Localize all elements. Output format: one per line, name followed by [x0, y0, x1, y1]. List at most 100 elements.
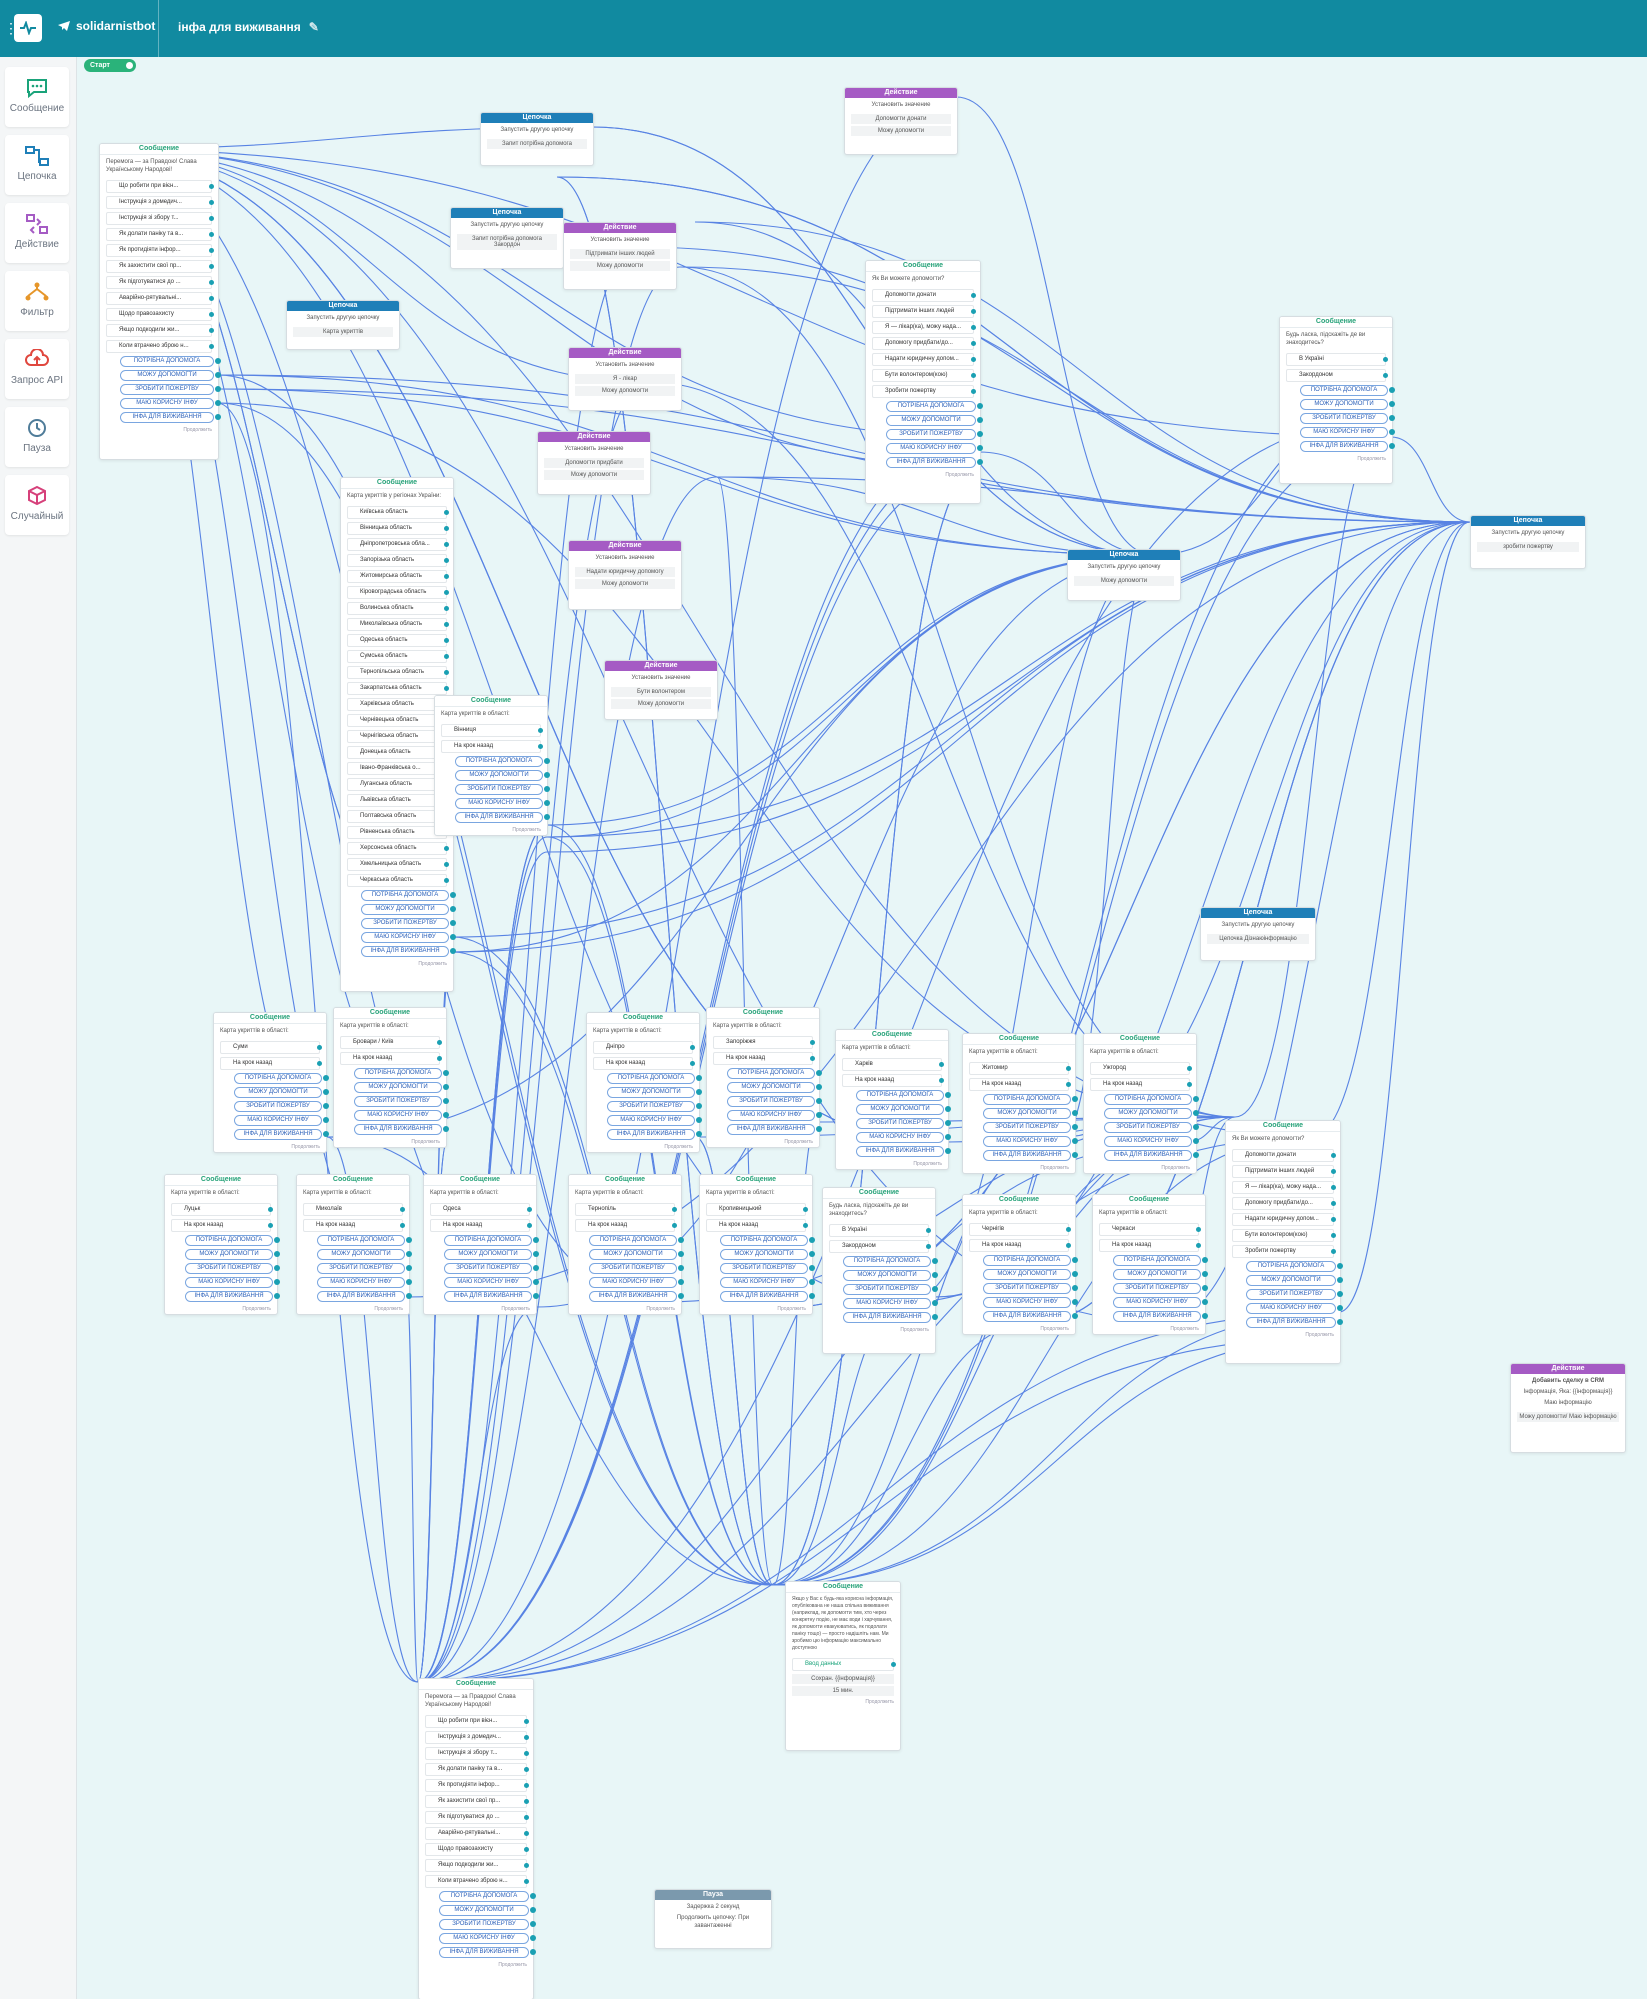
option-button[interactable]: Тернопіль — [575, 1203, 677, 1216]
quick-reply-button[interactable]: ЗРОБИТИ ПОЖЕРТВУ — [120, 384, 221, 395]
quick-reply-button[interactable]: ЗРОБИТИ ПОЖЕРТВУ — [1113, 1283, 1208, 1294]
option-button[interactable]: Житомир — [969, 1062, 1071, 1075]
quick-reply-button[interactable]: ЗРОБИТИ ПОЖЕРТВУ — [856, 1118, 951, 1129]
quick-reply-button[interactable]: ЗРОБИТИ ПОЖЕРТВУ — [185, 1263, 280, 1274]
quick-reply-button[interactable]: МОЖУ ДОПОМОГТИ — [455, 770, 550, 781]
option-button[interactable]: Допомогти донати — [1232, 1149, 1336, 1162]
option-button[interactable]: Як захистити свої пр... — [106, 260, 214, 273]
option-button[interactable]: Я — лікар(ка), можу нада... — [872, 321, 976, 334]
continue-link[interactable]: Продолжить — [664, 1144, 693, 1150]
continue-link[interactable]: Продолжить — [784, 1139, 813, 1145]
option-button[interactable]: Інструкція з домедич... — [106, 196, 214, 209]
flow-title[interactable]: інфа для виживання ✎ — [178, 20, 319, 34]
option-button[interactable]: Як долати паніку та в... — [425, 1763, 529, 1776]
option-button[interactable]: Аварійно-рятувальні... — [106, 292, 214, 305]
quick-reply-button[interactable]: МОЖУ ДОПОМОГТИ — [439, 1905, 536, 1916]
message-node-where-2[interactable]: Сообщение Будь ласка, підскажіть де ви з… — [822, 1187, 938, 1354]
quick-reply-button[interactable]: МОЖУ ДОПОМОГТИ — [589, 1249, 684, 1260]
flow-canvas[interactable]: Старт Сообщение Перемога — за Правдою! С… — [77, 57, 1647, 1999]
option-button[interactable]: Підтримати інших людей — [1232, 1165, 1336, 1178]
option-button[interactable]: На крок назад — [1090, 1078, 1192, 1091]
option-button[interactable]: На крок назад — [706, 1219, 808, 1232]
quick-reply-button[interactable]: МАЮ КОРИСНУ ІНФУ — [120, 398, 221, 409]
quick-reply-button[interactable]: МАЮ КОРИСНУ ІНФУ — [1300, 427, 1395, 438]
option-button[interactable]: Надати юридичну допом... — [1232, 1213, 1336, 1226]
quick-reply-button[interactable]: МОЖУ ДОПОМОГТИ — [317, 1249, 412, 1260]
option-button[interactable]: Харківська область — [347, 698, 449, 711]
continue-link[interactable]: Продолжить — [291, 1144, 320, 1150]
option-button[interactable]: Чернівецька область — [347, 714, 449, 727]
chain-node-need-help[interactable]: Цепочка Запустить другую цепочку Запит п… — [480, 112, 594, 166]
quick-reply-button[interactable]: МОЖУ ДОПОМОГТИ — [444, 1249, 539, 1260]
option-button[interactable]: Рівненська область — [347, 826, 449, 839]
option-button[interactable]: Допомогти донати — [872, 289, 976, 302]
quick-reply-button[interactable]: МОЖУ ДОПОМОГТИ — [1300, 399, 1395, 410]
option-button[interactable]: Запоріжжя — [713, 1036, 815, 1049]
quick-reply-button[interactable]: ІНФА ДЛЯ ВИЖИВАННЯ — [354, 1124, 449, 1135]
option-button[interactable]: Вінниця — [441, 724, 543, 737]
quick-reply-button[interactable]: МАЮ КОРИСНУ ІНФУ — [720, 1277, 815, 1288]
quick-reply-button[interactable]: МАЮ КОРИСНУ ІНФУ — [455, 798, 550, 809]
quick-reply-button[interactable]: ПОТРІБНА ДОПОМОГА — [455, 756, 550, 767]
edit-pencil-icon[interactable]: ✎ — [308, 20, 319, 34]
message-node-where[interactable]: Сообщение Будь ласка, підскажіть де ви з… — [1279, 316, 1395, 484]
quick-reply-button[interactable]: ЗРОБИТИ ПОЖЕРТВУ — [1300, 413, 1395, 424]
quick-reply-button[interactable]: ЗРОБИТИ ПОЖЕРТВУ — [886, 429, 983, 440]
option-button[interactable]: Черкаська область — [347, 874, 449, 887]
option-button[interactable]: Якщо подкодили жи... — [106, 324, 214, 337]
start-node[interactable]: Старт — [84, 59, 136, 72]
option-button[interactable]: Дніпропетровська обла... — [347, 538, 449, 551]
message-node-main[interactable]: Сообщение Перемога — за Правдою! Слава У… — [99, 143, 221, 460]
bot-selector[interactable]: solidarnistbot — [58, 19, 155, 33]
quick-reply-button[interactable]: ІНФА ДЛЯ ВИЖИВАННЯ — [727, 1124, 822, 1135]
quick-reply-button[interactable]: ПОТРІБНА ДОПОМОГА — [720, 1235, 815, 1246]
quick-reply-button[interactable]: ПОТРІБНА ДОПОМОГА — [444, 1235, 539, 1246]
continue-link[interactable]: Продолжить — [646, 1306, 675, 1312]
quick-reply-button[interactable]: ПОТРІБНА ДОПОМОГА — [234, 1073, 329, 1084]
quick-reply-button[interactable]: ЗРОБИТИ ПОЖЕРТВУ — [354, 1096, 449, 1107]
option-button[interactable]: Дніпро — [593, 1041, 695, 1054]
quick-reply-button[interactable]: ЗРОБИТИ ПОЖЕРТВУ — [843, 1284, 938, 1295]
quick-reply-button[interactable]: МОЖУ ДОПОМОГТИ — [1104, 1108, 1199, 1119]
option-button[interactable]: Одеська область — [347, 634, 449, 647]
chain-node-need-help-abroad[interactable]: Цепочка Запустить другую цепочку Запит п… — [450, 207, 564, 269]
quick-reply-button[interactable]: ІНФА ДЛЯ ВИЖИВАННЯ — [607, 1129, 702, 1140]
option-button[interactable]: Суми — [220, 1041, 322, 1054]
message-node-how-help-2[interactable]: Сообщение Як Ви можете допомогти? Допомо… — [1225, 1120, 1343, 1364]
option-button[interactable]: Вінницька область — [347, 522, 449, 535]
palette-chain[interactable]: Цепочка — [5, 135, 69, 195]
quick-reply-button[interactable]: МАЮ КОРИСНУ ІНФУ — [589, 1277, 684, 1288]
option-button[interactable]: Щодо правозахисту — [106, 308, 214, 321]
quick-reply-button[interactable]: ПОТРІБНА ДОПОМОГА — [120, 356, 221, 367]
continue-link[interactable]: Продолжить — [945, 472, 974, 478]
quick-reply-button[interactable]: МАЮ КОРИСНУ ІНФУ — [727, 1110, 822, 1121]
option-button[interactable]: Як підготуватися до ... — [106, 276, 214, 289]
option-button[interactable]: Бровари / Київ — [340, 1036, 442, 1049]
action-node-6[interactable]: Действие Установить значение Бути волонт… — [604, 660, 718, 720]
quick-reply-button[interactable]: ПОТРІБНА ДОПОМОГА — [1246, 1261, 1343, 1272]
option-button[interactable]: На крок назад — [441, 740, 543, 753]
option-button[interactable]: Як захистити свої пр... — [425, 1795, 529, 1808]
chain-node-shelter-map[interactable]: Цепочка Запустить другую цепочку Карта у… — [286, 300, 400, 350]
quick-reply-button[interactable]: ІНФА ДЛЯ ВИЖИВАННЯ — [856, 1146, 951, 1157]
option-button[interactable]: Зробити пожертву — [872, 385, 976, 398]
quick-reply-button[interactable]: ПОТРІБНА ДОПОМОГА — [983, 1255, 1078, 1266]
quick-reply-button[interactable]: МОЖУ ДОПОМОГТИ — [727, 1082, 822, 1093]
quick-reply-button[interactable]: ПОТРІБНА ДОПОМОГА — [1104, 1094, 1199, 1105]
option-button[interactable]: Інструкція зі збору т... — [425, 1747, 529, 1760]
quick-reply-button[interactable]: ІНФА ДЛЯ ВИЖИВАННЯ — [444, 1291, 539, 1302]
quick-reply-button[interactable]: МАЮ КОРИСНУ ІНФУ — [983, 1136, 1078, 1147]
option-button[interactable]: Щодо правозахисту — [425, 1843, 529, 1856]
option-button[interactable]: На крок назад — [593, 1057, 695, 1070]
quick-reply-button[interactable]: ПОТРІБНА ДОПОМОГА — [607, 1073, 702, 1084]
continue-link[interactable]: Продолжить — [777, 1306, 806, 1312]
quick-reply-button[interactable]: ПОТРІБНА ДОПОМОГА — [317, 1235, 412, 1246]
option-button[interactable]: Ужгород — [1090, 1062, 1192, 1075]
option-button[interactable]: На крок назад — [430, 1219, 532, 1232]
quick-reply-button[interactable]: ІНФА ДЛЯ ВИЖИВАННЯ — [589, 1291, 684, 1302]
